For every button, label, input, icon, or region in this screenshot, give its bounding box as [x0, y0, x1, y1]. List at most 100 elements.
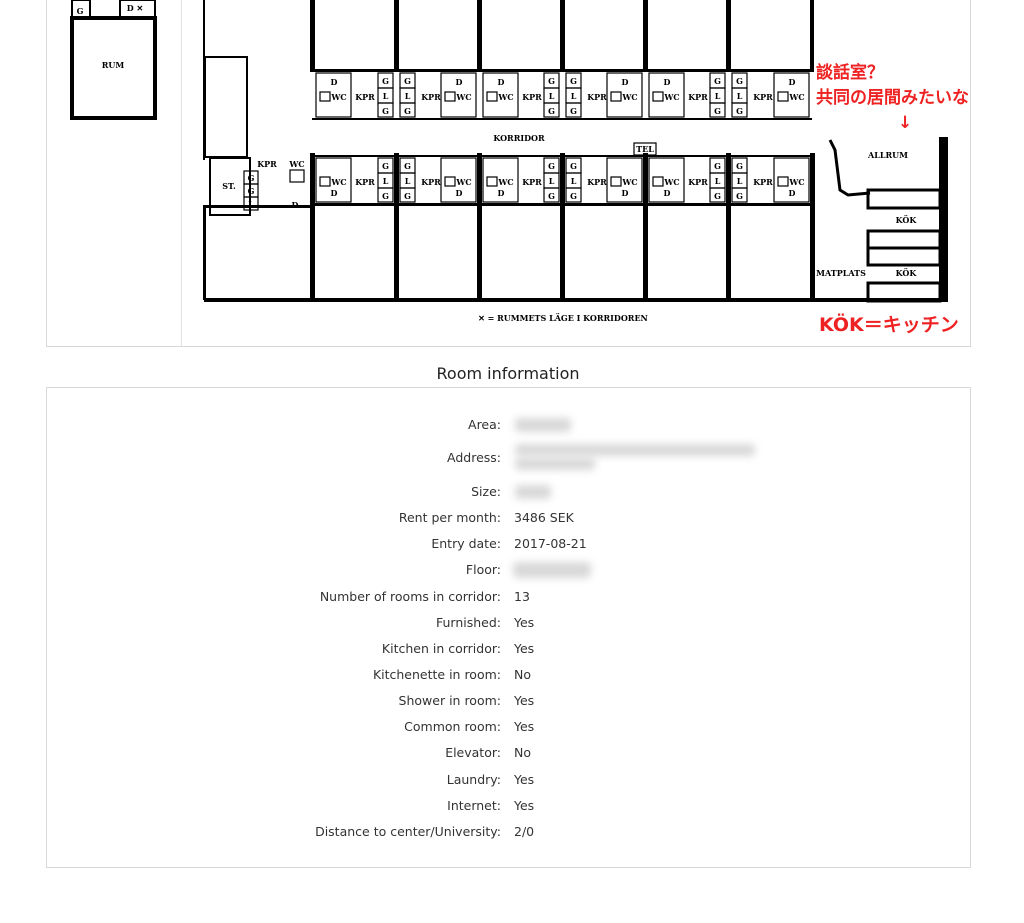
plan-legend: ✕ = RUMMETS LÄGE I KORRIDOREN	[478, 313, 648, 323]
info-label: Distance to center/University:	[315, 824, 501, 839]
plan-label: ST.	[222, 181, 236, 191]
plan-label: L	[715, 91, 721, 101]
wc-label: WC	[663, 92, 679, 102]
cabinet	[399, 187, 416, 203]
plan-wall	[810, 153, 814, 300]
bathroom	[773, 157, 810, 203]
kitchen-counter	[866, 246, 942, 267]
plan-label: L	[549, 91, 555, 101]
cabinet	[543, 187, 560, 203]
plan-label: G	[404, 106, 411, 116]
room-label: RUM	[102, 60, 125, 70]
info-label: Rent per month:	[398, 510, 501, 525]
info-row-floor: Floor:	[47, 560, 970, 580]
wc-label: WC	[330, 177, 346, 187]
shower	[444, 91, 456, 102]
plan-label: G	[548, 161, 555, 171]
kitchen-counter	[866, 281, 942, 303]
shower	[319, 91, 331, 102]
blurred-value	[515, 418, 571, 432]
plan-wall	[726, 0, 731, 72]
wc-label: WC	[788, 177, 804, 187]
info-row-rooms-in-corridor: Number of rooms in corridor:13	[47, 587, 970, 607]
bathroom	[648, 157, 685, 203]
kpr-label: KPR	[522, 92, 542, 102]
info-row-internet: Internet:Yes	[47, 796, 970, 816]
info-value: Yes	[514, 615, 535, 630]
annotation-common-room: 談話室？	[816, 62, 884, 83]
door-label: D	[622, 77, 629, 87]
plan-wall	[810, 0, 814, 72]
plan-wall	[310, 0, 315, 72]
kitchen-label: KÖK	[896, 215, 918, 225]
info-label: Elevator:	[445, 745, 501, 760]
plan-wall	[726, 153, 731, 300]
common-room-label: ALLRUM	[867, 150, 908, 160]
floor-plan-panel	[46, 0, 971, 347]
info-label: Number of rooms in corridor:	[319, 589, 501, 604]
shower	[610, 176, 622, 187]
bathroom	[482, 157, 519, 203]
plan-label: G	[382, 191, 389, 201]
info-label: Area:	[468, 417, 501, 432]
info-row-kitchenette: Kitchenette in room:No	[47, 665, 970, 685]
wc-label: WC	[455, 177, 471, 187]
kpr-label: KPR	[522, 177, 542, 187]
door-label: D	[331, 188, 338, 198]
info-row-rent: Rent per month:3486 SEK	[47, 508, 970, 528]
plan-label: L	[715, 176, 721, 186]
wc-label: WC	[497, 92, 513, 102]
kitchen-counter	[866, 229, 942, 250]
plan-wall	[312, 118, 812, 120]
bathroom	[606, 72, 643, 118]
cabinet	[709, 187, 726, 203]
bathroom	[482, 72, 519, 118]
plan-label: G	[736, 191, 743, 201]
info-label: Furnished:	[435, 615, 501, 630]
plan-wall	[477, 0, 482, 72]
plan-label: G	[736, 76, 743, 86]
info-row-common-room: Common room:Yes	[47, 717, 970, 737]
shower	[777, 176, 789, 187]
info-label: Kitchen in corridor:	[381, 641, 501, 656]
plan-label: G	[382, 161, 389, 171]
wc-label: WC	[330, 92, 346, 102]
plan-label: L	[248, 199, 254, 209]
plan-label: G	[248, 186, 255, 196]
plan-label: G	[248, 173, 255, 183]
room-outline	[70, 16, 157, 120]
door-label: D	[789, 188, 796, 198]
door-label: D	[789, 77, 796, 87]
blurred-value	[515, 485, 551, 499]
door-label: D	[331, 77, 338, 87]
door-label: D	[456, 77, 463, 87]
annotation-living-room: 共同の居間みたいな	[816, 88, 969, 108]
plan-label: G	[570, 106, 577, 116]
wc-label: WC	[455, 92, 471, 102]
dining-label: MATPLATS	[816, 268, 866, 278]
door-label: D	[664, 77, 671, 87]
shower	[486, 176, 498, 187]
info-value: No	[514, 745, 531, 760]
plan-wall	[560, 0, 565, 72]
plan-label: G	[548, 76, 555, 86]
plan-label: G	[714, 191, 721, 201]
cabinet	[565, 102, 582, 118]
info-label: Laundry:	[446, 772, 501, 787]
storage	[209, 157, 251, 216]
info-row-kitchen-in-corridor: Kitchen in corridor:Yes	[47, 639, 970, 659]
info-label: Address:	[447, 450, 501, 465]
blurred-value	[513, 562, 591, 578]
info-value: Yes	[514, 693, 535, 708]
plan-label: G	[548, 191, 555, 201]
stair-wall	[204, 56, 248, 158]
plan-label: G	[404, 161, 411, 171]
kpr-label: KPR	[688, 177, 708, 187]
bathroom	[440, 72, 477, 118]
wc-label: WC	[621, 177, 637, 187]
plan-label: L	[383, 91, 389, 101]
shower	[319, 176, 331, 187]
plan-wall	[312, 69, 812, 72]
closet	[119, 0, 156, 18]
